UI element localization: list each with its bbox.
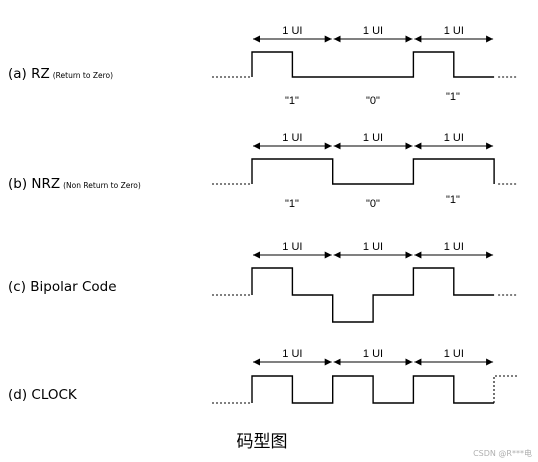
- ui-label: 1 UI: [282, 25, 302, 37]
- bipolar-signal: [212, 267, 518, 323]
- rz-title: (a) RZ: [8, 66, 50, 82]
- nrz-subtitle: (Non Return to Zero): [63, 181, 141, 190]
- nrz-signal: [212, 158, 518, 185]
- caption: 码型图: [237, 432, 288, 452]
- waveform-nrz: (b) NRZ(Non Return to Zero) "1" "0" "1": [8, 158, 518, 210]
- waveform-bipolar: (c) Bipolar Code: [8, 267, 518, 323]
- signal-line: [251, 51, 495, 78]
- signal-line: [251, 158, 495, 185]
- ui-label: 1 UI: [282, 348, 302, 360]
- ui-label: 1 UI: [444, 25, 464, 37]
- ui-label: 1 UI: [363, 348, 383, 360]
- rz-ui-arrows: 1 UI 1 UI 1 UI: [253, 25, 494, 43]
- svg-text:(a) RZ(Return to Zero): (a) RZ(Return to Zero): [8, 66, 113, 82]
- svg-text:(d) CLOCK: (d) CLOCK: [8, 387, 78, 403]
- clock-ui-arrows: 1 UI 1 UI 1 UI: [253, 348, 494, 366]
- nrz-title: (b) NRZ: [8, 176, 60, 192]
- nrz-bit-2: "0": [366, 198, 380, 210]
- nrz-bit-3: "1": [446, 194, 460, 206]
- ui-label: 1 UI: [363, 132, 383, 144]
- rz-bit-3: "1": [446, 91, 460, 103]
- svg-text:(b) NRZ(Non Return to Zero): (b) NRZ(Non Return to Zero): [8, 176, 141, 192]
- ui-label: 1 UI: [282, 241, 302, 253]
- watermark: CSDN @R***电: [473, 448, 532, 458]
- rz-subtitle: (Return to Zero): [53, 71, 113, 80]
- rz-signal: [212, 51, 518, 78]
- rz-bit-1: "1": [285, 95, 299, 107]
- svg-text:(c) Bipolar Code: (c) Bipolar Code: [8, 279, 117, 295]
- ui-label: 1 UI: [444, 348, 464, 360]
- signal-line: [251, 375, 495, 404]
- clock-title: (d) CLOCK: [8, 387, 78, 403]
- bipolar-ui-arrows: 1 UI 1 UI 1 UI: [253, 241, 494, 259]
- bipolar-title: (c) Bipolar Code: [8, 279, 117, 295]
- signal-line: [251, 267, 495, 323]
- ui-label: 1 UI: [363, 25, 383, 37]
- clock-signal: [212, 375, 495, 404]
- nrz-bit-1: "1": [285, 198, 299, 210]
- ui-label: 1 UI: [282, 132, 302, 144]
- waveform-clock: (d) CLOCK: [8, 375, 518, 404]
- waveform-rz: (a) RZ(Return to Zero) "1" "0" "1": [8, 51, 518, 107]
- ui-label: 1 UI: [444, 241, 464, 253]
- ui-label: 1 UI: [363, 241, 383, 253]
- nrz-ui-arrows: 1 UI 1 UI 1 UI: [253, 132, 494, 150]
- ui-label: 1 UI: [444, 132, 464, 144]
- clock-continuation: [493, 375, 518, 403]
- rz-bit-2: "0": [366, 95, 380, 107]
